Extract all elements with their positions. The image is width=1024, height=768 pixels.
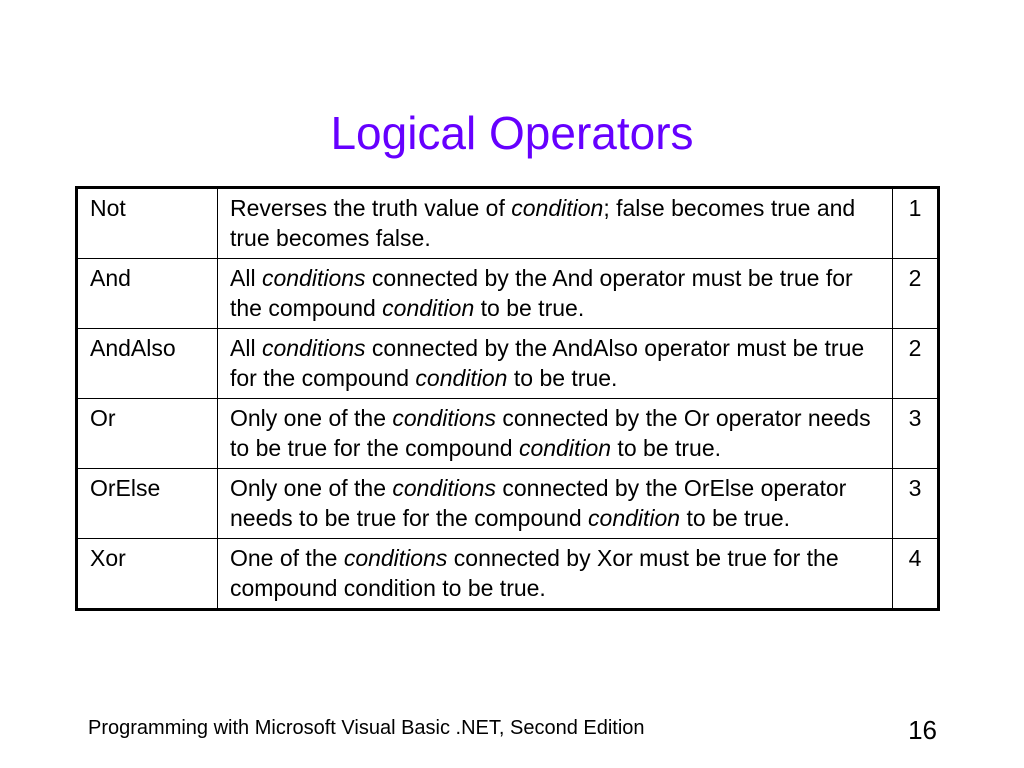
operator-cell: Not	[76, 187, 218, 259]
operator-cell: OrElse	[76, 468, 218, 539]
description-cell: All conditions connected by the AndAlso …	[217, 328, 893, 399]
page-number: 16	[908, 715, 937, 745]
precedence-cell: 1	[892, 187, 939, 259]
italic-term: conditions	[261, 265, 366, 291]
description-cell: All conditions connected by the And oper…	[217, 258, 893, 329]
slide-title: Logical Operators	[330, 107, 694, 159]
italic-term: condition	[518, 435, 612, 461]
slide-footer: Programming with Microsoft Visual Basic …	[88, 717, 645, 739]
description-cell: One of the conditions connected by Xor m…	[217, 538, 893, 610]
precedence-cell: 4	[892, 538, 939, 610]
italic-term: conditions	[261, 335, 366, 361]
italic-term: condition	[511, 195, 604, 221]
precedence-cell: 3	[892, 398, 939, 469]
description-cell: Only one of the conditions connected by …	[217, 468, 893, 539]
description-cell: Reverses the truth value of condition; f…	[217, 187, 893, 259]
operator-cell: Xor	[76, 538, 218, 610]
italic-term: condition	[415, 365, 508, 391]
italic-term: condition	[382, 295, 475, 321]
italic-term: conditions	[343, 545, 448, 571]
italic-term: conditions	[392, 475, 496, 501]
precedence-cell: 2	[892, 328, 939, 399]
operator-cell: And	[76, 258, 218, 329]
precedence-cell: 2	[892, 258, 939, 329]
italic-term: condition	[588, 505, 681, 531]
description-cell: Only one of the conditions connected by …	[217, 398, 893, 469]
operator-cell: AndAlso	[76, 328, 218, 399]
operator-cell: Or	[76, 398, 218, 469]
italic-term: conditions	[392, 405, 496, 431]
precedence-cell: 3	[892, 468, 939, 539]
